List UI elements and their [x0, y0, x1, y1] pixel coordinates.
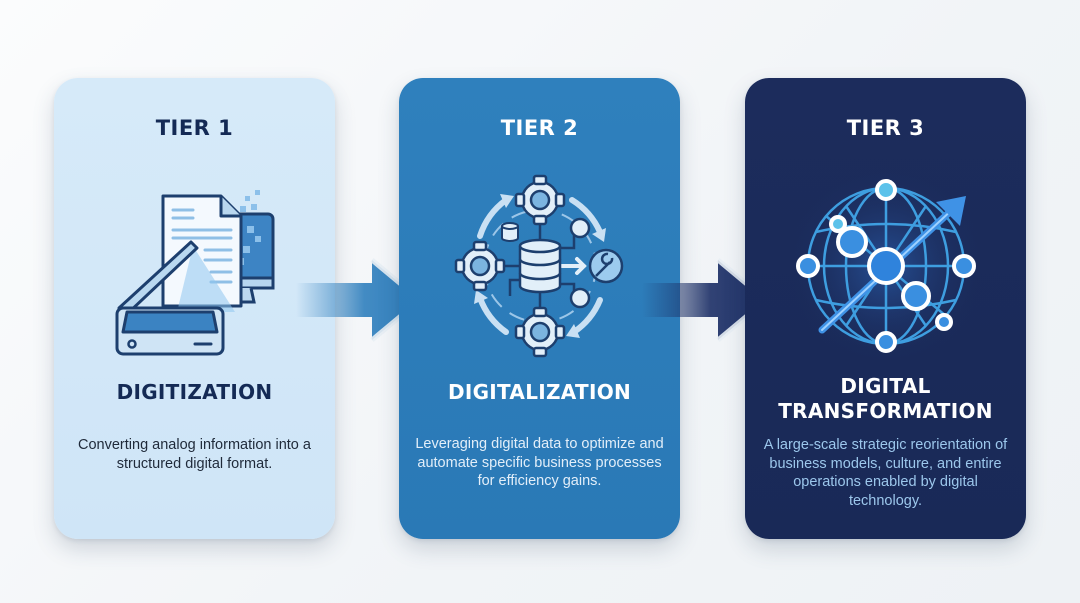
tier-1-description: Converting analog information into a str… — [78, 437, 311, 472]
tier-2-title: DIGITALIZATION — [447, 380, 632, 404]
tier-3-title-line1: DIGITAL — [840, 374, 931, 398]
tier-1-label: TIER 1 — [155, 116, 234, 140]
gears-database-process-icon — [454, 174, 623, 358]
tier-1-card: TIER 1 DIGITIZATION Convert — [54, 78, 335, 539]
tier-3-title-line2: TRANSFORMATION — [778, 399, 993, 423]
tier-2-label: TIER 2 — [500, 116, 579, 140]
tier-3-description: A large-scale strategic reorientation of… — [763, 437, 1008, 509]
scanner-document-monitor-icon — [115, 190, 274, 356]
tier-3-title: DIGITAL TRANSFORMATION — [745, 374, 1026, 424]
tier-1-title: DIGITIZATION — [116, 380, 273, 404]
tier-2-card: TIER 2 — [399, 78, 680, 539]
tier-2-description: Leveraging digital data to optimize and … — [415, 436, 664, 489]
tier-3-label: TIER 3 — [846, 116, 925, 140]
tier-3-card: TIER 3 — [745, 78, 1026, 539]
global-network-growth-arrow-icon — [785, 166, 986, 366]
